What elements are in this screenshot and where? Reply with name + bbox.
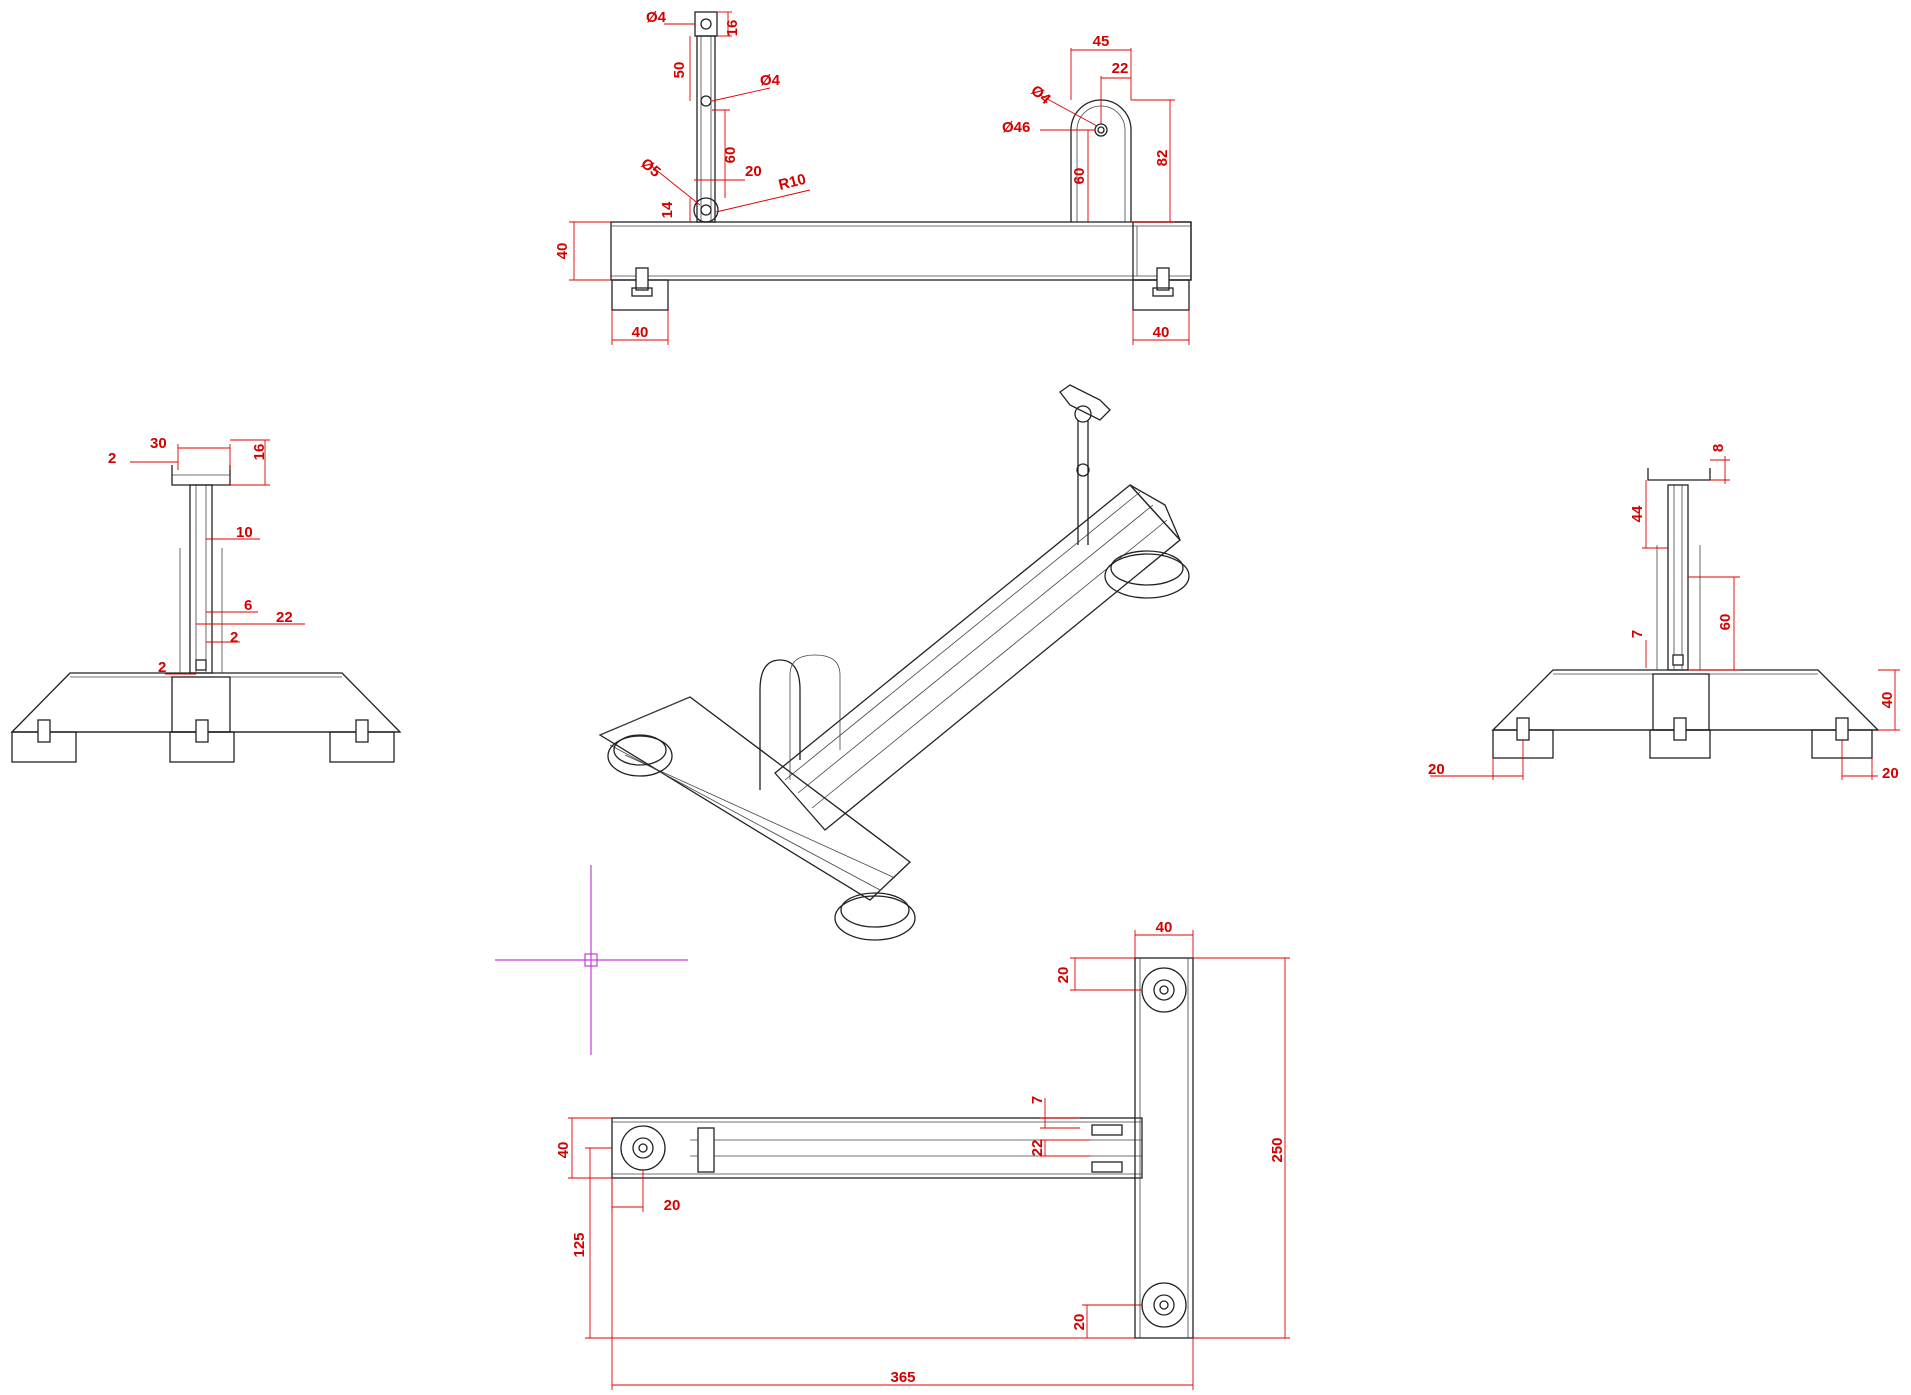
dim-label: 6 [244,597,252,614]
dim-label: R10 [777,171,808,194]
dim-label: 60 [722,147,739,164]
dim-label: Ø5 [637,155,663,181]
dim-label: 22 [276,609,293,626]
front-view-dimensions: Ø4 16 50 Ø4 60 20 Ø5 R10 14 40 40 40 45 … [554,9,1190,345]
dim-label: 125 [571,1232,588,1257]
dim-label: Ø4 [760,72,781,89]
crosshair-cursor-icon [495,865,688,1055]
dim-label: 7 [1629,630,1646,638]
top-view [611,957,1194,1339]
dim-label: 20 [1071,1314,1088,1331]
top-view-dimensions: 40 20 7 22 40 20 125 250 20 365 [555,919,1290,1390]
dim-label: 16 [724,20,741,37]
dim-label: 82 [1154,150,1171,167]
dim-label: 50 [671,62,688,79]
dim-label: 14 [659,201,676,218]
dim-label: 20 [664,1197,681,1214]
dim-label: 250 [1269,1137,1286,1162]
left-side-view-dimensions: 2 30 16 10 6 22 2 2 [108,435,305,676]
dim-label: 2 [108,450,116,467]
dim-label: 20 [1055,967,1072,984]
dim-label: 20 [745,163,762,180]
isometric-view [598,384,1190,941]
right-side-view-dimensions: 8 44 7 60 40 20 20 [1428,444,1900,782]
dim-label: 20 [1882,765,1899,782]
dim-label: 7 [1029,1096,1046,1104]
dim-label: 60 [1717,614,1734,631]
dim-label: 16 [251,444,268,461]
dim-label: 60 [1071,168,1088,185]
dim-label: 45 [1093,33,1110,50]
left-side-view [10,465,402,763]
dim-label: 30 [150,435,167,452]
dim-label: Ø4 [1027,82,1054,108]
dim-label: 40 [555,1142,572,1159]
dim-label: 8 [1710,444,1727,452]
dim-label: Ø4 [646,9,667,26]
dim-label: 2 [158,659,166,676]
front-view [610,11,1192,311]
right-side-view [1491,468,1880,759]
dim-label: 40 [1879,692,1896,709]
dim-label: 22 [1029,1140,1046,1157]
dim-label: 2 [230,629,238,646]
dim-label: 40 [1156,919,1173,936]
dim-label: 40 [632,324,649,341]
dim-label: Ø46 [1002,119,1030,136]
dim-label: 22 [1112,60,1129,77]
dim-label: 40 [1153,324,1170,341]
dim-label: 40 [554,243,571,260]
dim-label: 20 [1428,761,1445,778]
dim-label: 44 [1629,505,1646,522]
dim-label: 365 [890,1369,915,1386]
dim-label: 10 [236,524,253,541]
